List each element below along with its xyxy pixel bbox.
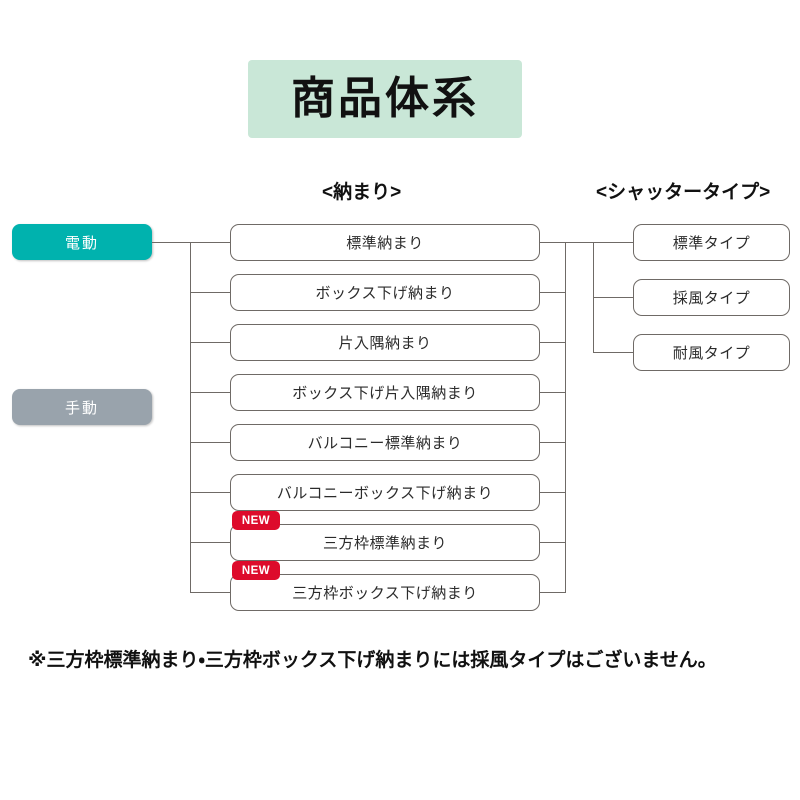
node-osamari-3[interactable]: 片入隅納まり — [230, 324, 540, 361]
connector-left-branch-7 — [190, 542, 230, 544]
connector-right-branch-4 — [540, 392, 566, 394]
new-badge-osamari-7-label: NEW — [241, 514, 271, 527]
node-osamari-2-label: ボックス下げ納まり — [315, 285, 455, 302]
connector-shutter-branch-2 — [593, 297, 633, 299]
node-osamari-5[interactable]: バルコニー標準納まり — [230, 424, 540, 461]
connector-left-branch-2 — [190, 292, 230, 294]
node-osamari-7-label: 三方枠標準納まり — [322, 535, 447, 552]
connector-left-branch-6 — [190, 492, 230, 494]
node-osamari-1[interactable]: 標準納まり — [230, 224, 540, 261]
node-shutter-type-2-label: 採風タイプ — [672, 290, 751, 307]
node-osamari-6[interactable]: バルコニーボックス下げ納まり — [230, 474, 540, 511]
mode-pill-electric-label: 電動 — [64, 234, 99, 252]
page-title: 商品体系 — [291, 74, 479, 123]
new-badge-osamari-7: NEW — [232, 511, 280, 530]
connector-shutter-branch-1 — [593, 242, 633, 244]
column-header-osamari: <納まり> — [322, 182, 402, 203]
connector-right-branch-7 — [540, 542, 566, 544]
connector-electric-to-trunk — [152, 242, 190, 244]
footnote: ※三方枠標準納まり・三方枠ボックス下げ納まりには採風タイプはございません。 — [28, 650, 717, 671]
node-osamari-4[interactable]: ボックス下げ片入隅納まり — [230, 374, 540, 411]
node-shutter-type-2[interactable]: 採風タイプ — [633, 279, 790, 316]
connector-right-branch-8 — [540, 592, 566, 594]
connector-right-branch-1 — [540, 242, 566, 244]
connector-right-trunk — [565, 242, 567, 592]
connector-trunk-to-shutter — [565, 242, 594, 244]
node-shutter-type-3-label: 耐風タイプ — [672, 345, 751, 362]
node-shutter-type-1-label: 標準タイプ — [672, 235, 751, 252]
node-shutter-type-1[interactable]: 標準タイプ — [633, 224, 790, 261]
mode-pill-manual-label: 手動 — [64, 399, 99, 417]
column-header-shutter-type: <シャッタータイプ> — [596, 182, 771, 203]
node-osamari-6-label: バルコニーボックス下げ納まり — [276, 485, 494, 502]
new-badge-osamari-8: NEW — [232, 561, 280, 580]
node-osamari-1-label: 標準納まり — [346, 235, 424, 252]
page-title-band: 商品体系 — [248, 60, 522, 138]
node-osamari-8-label: 三方枠ボックス下げ納まり — [292, 585, 478, 602]
connector-right-branch-6 — [540, 492, 566, 494]
node-osamari-5-label: バルコニー標準納まり — [307, 435, 463, 452]
node-osamari-7[interactable]: 三方枠標準納まり — [230, 524, 540, 561]
connector-shutter-branch-3 — [593, 352, 633, 354]
new-badge-osamari-8-label: NEW — [241, 564, 271, 577]
node-shutter-type-3[interactable]: 耐風タイプ — [633, 334, 790, 371]
connector-right-branch-5 — [540, 442, 566, 444]
node-osamari-3-label: 片入隅納まり — [338, 335, 432, 352]
connector-left-branch-1 — [190, 242, 230, 244]
connector-left-branch-5 — [190, 442, 230, 444]
connector-right-branch-2 — [540, 292, 566, 294]
connector-left-branch-8 — [190, 592, 230, 594]
connector-left-trunk — [190, 242, 192, 592]
node-osamari-8[interactable]: 三方枠ボックス下げ納まり — [230, 574, 540, 611]
mode-pill-manual[interactable]: 手動 — [12, 389, 152, 425]
node-osamari-4-label: ボックス下げ片入隅納まり — [292, 385, 478, 402]
mode-pill-electric[interactable]: 電動 — [12, 224, 152, 260]
node-osamari-2[interactable]: ボックス下げ納まり — [230, 274, 540, 311]
connector-left-branch-4 — [190, 392, 230, 394]
connector-right-branch-3 — [540, 342, 566, 344]
connector-left-branch-3 — [190, 342, 230, 344]
